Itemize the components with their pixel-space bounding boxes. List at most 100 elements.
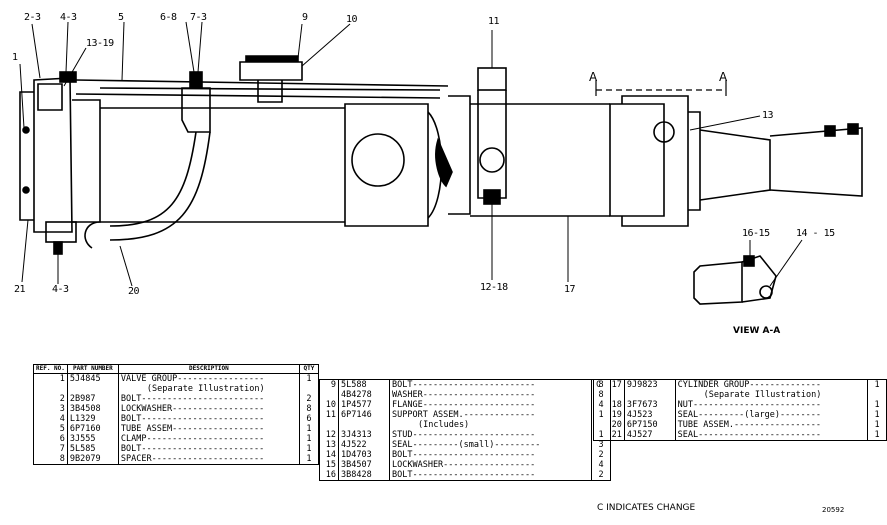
ref-no: 14 [319, 450, 339, 460]
callout-14-15: 14 - 15 [796, 228, 835, 239]
description: WASHER---------------------- [389, 390, 592, 400]
ref-no: 6 [33, 434, 68, 444]
description: LOCKWASHER------------------ [118, 404, 300, 414]
callout-12-18: 12-18 [480, 282, 508, 293]
description: LOCKWASHER------------------ [389, 460, 592, 470]
description: CYLINDER GROUP-------------- [675, 379, 869, 390]
leader-lines [19, 21, 803, 287]
quantity: 1 [598, 430, 604, 440]
section-mark-right: A [719, 70, 728, 84]
table-row: (Separate Illustration) [594, 390, 887, 400]
description: SUPPORT ASSEM.-------------- [389, 410, 592, 420]
ref-no: 21 [605, 430, 625, 441]
ref-no: 8 [33, 454, 68, 465]
part-number: 4J523 [624, 410, 676, 420]
section-line [595, 80, 727, 96]
ref-no: 4 [33, 414, 68, 424]
part-number: 2B987 [67, 394, 119, 404]
ref-no: 19 [605, 410, 625, 420]
ref-no: 18 [605, 400, 625, 410]
part-number: L1329 [67, 414, 119, 424]
callout-5: 5 [118, 12, 124, 23]
quantity: 1 [306, 374, 312, 384]
section-mark-left: A [589, 70, 598, 84]
description: BOLT------------------------ [118, 414, 300, 424]
ref-no [605, 390, 625, 400]
part-number [67, 384, 119, 394]
part-number: 3J555 [67, 434, 119, 444]
quantity: 4 [598, 400, 604, 410]
ref-no [33, 384, 68, 394]
description: BOLT------------------------ [118, 394, 300, 404]
quantity: 1 [598, 410, 604, 420]
quantity: 1 [874, 410, 880, 420]
table-row: (Separate Illustration) [33, 384, 319, 394]
part-number: 9B2079 [67, 454, 119, 465]
ref-no: 1 [33, 373, 68, 384]
callout-11: 11 [488, 16, 500, 27]
part-number: 3F7673 [624, 400, 676, 410]
quantity: 1 [306, 454, 312, 464]
part-number: 1D4703 [338, 450, 390, 460]
description: BOLT------------------------ [389, 379, 592, 390]
header-ref: REF. NO. [33, 364, 68, 374]
header-qty: QTY [299, 364, 319, 374]
ref-no: 16 [319, 470, 339, 481]
tube-assembly-lower [84, 131, 211, 249]
description: SEAL---------(small)--------- [389, 440, 592, 450]
quantity: 2 [598, 470, 604, 480]
part-number [338, 420, 390, 430]
support-assembly [477, 67, 507, 205]
part-number: 5J4845 [67, 373, 119, 384]
quantity: 8 [306, 404, 312, 414]
quantity: 1 [306, 424, 312, 434]
description: NUT------------------------- [675, 400, 869, 410]
description: CLAMP----------------------- [118, 434, 300, 444]
ref-no: 10 [319, 400, 339, 410]
part-number: 6P7160 [67, 424, 119, 434]
description: BOLT------------------------ [389, 450, 592, 460]
quantity: 4 [598, 460, 604, 470]
ref-no: 3 [33, 404, 68, 414]
table-header-row: REF. NO. PART NUMBER DESCRIPTION QTY [33, 364, 319, 374]
quantity: 1 [874, 400, 880, 410]
quantity: 1 [306, 444, 312, 454]
change-flag [594, 430, 606, 441]
callout-20: 20 [128, 286, 140, 297]
ref-no: 2 [33, 394, 68, 404]
ref-no: 9 [319, 379, 339, 390]
description: BOLT------------------------ [118, 444, 300, 454]
change-flag [594, 420, 606, 430]
tube-assembly-upper [75, 79, 449, 99]
quantity: 2 [306, 394, 312, 404]
quantity: 2 [598, 450, 604, 460]
description: (Separate Illustration) [118, 384, 300, 394]
ref-no: 7 [33, 444, 68, 454]
part-number: 3B4508 [67, 404, 119, 414]
change-flag: C [596, 380, 602, 390]
drawing-number: 20592 [822, 506, 845, 514]
callout-2-3: 2-3 [24, 12, 41, 23]
change-flag [594, 410, 606, 420]
callout-6-8: 6-8 [160, 12, 177, 23]
description: FLANGE---------------------- [389, 400, 592, 410]
callout-13: 13 [762, 110, 774, 121]
part-number [624, 390, 676, 400]
callout-16-15: 16-15 [742, 228, 770, 239]
quantity: 6 [306, 414, 312, 424]
callout-21: 21 [14, 284, 26, 295]
ref-no: 5 [33, 424, 68, 434]
